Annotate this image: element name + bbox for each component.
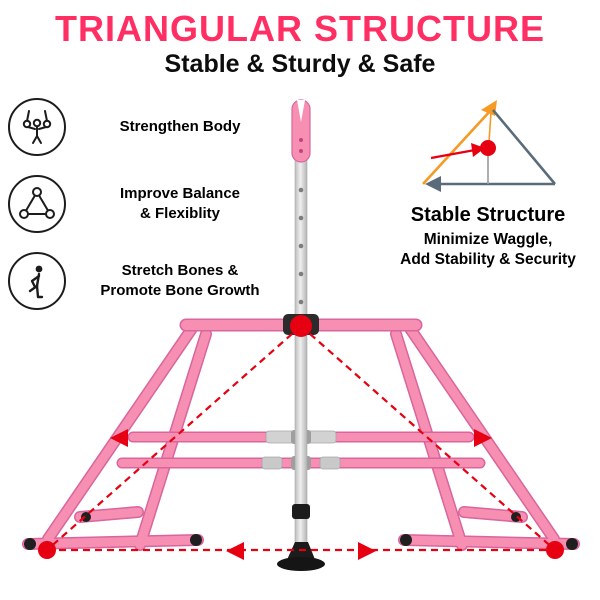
- stability-title: Stable Structure: [410, 204, 566, 226]
- stability-line: Minimize Waggle,: [423, 231, 553, 248]
- feature-line: Stretch Bones &: [121, 261, 239, 279]
- product-illustration-svg: [22, 99, 580, 571]
- force-triangle-icon: [422, 100, 556, 192]
- red-dot-bottom-right: [546, 541, 564, 559]
- arrow-bottom-left: [226, 542, 244, 560]
- feature-line: Improve Balance: [119, 184, 241, 202]
- red-dot-top: [290, 315, 312, 337]
- feature-row-improve-balance: Improve Balance & Flexiblity: [8, 173, 286, 235]
- leg-stretch-icon: [8, 252, 66, 310]
- feature-line: & Flexiblity: [139, 205, 221, 222]
- stability-lines: Minimize Waggle, Add Stability & Securit…: [390, 230, 586, 270]
- triangle-joints-icon: [8, 175, 66, 233]
- arrow-right-mid: [474, 429, 492, 447]
- feature-row-stretch-bones: Stretch Bones & Promote Bone Growth: [8, 250, 286, 312]
- vertical-post: [294, 155, 308, 557]
- feature-row-strengthen-body: Strengthen Body: [8, 96, 286, 158]
- adjustment-holes: [298, 187, 304, 305]
- arrow-left-mid: [110, 429, 128, 447]
- feature-label: Strengthen Body: [74, 117, 286, 137]
- page-subtitle: Stable & Sturdy & Safe: [164, 50, 436, 78]
- stability-line: Add Stability & Security: [400, 251, 576, 269]
- feature-label: Stretch Bones & Promote Bone Growth: [74, 261, 286, 302]
- post-top-cap: [291, 99, 311, 163]
- feature-line: Promote Bone Growth: [100, 282, 260, 299]
- triangle-annotation: [38, 315, 564, 560]
- post-base: [277, 504, 325, 571]
- floor-end-caps: [24, 512, 578, 550]
- stability-diagram: Stable Structure Minimize Waggle, Add St…: [390, 96, 586, 270]
- center-force-dot: [480, 140, 496, 156]
- gymnast-rings-icon: [8, 98, 66, 156]
- features-list: Strengthen Body Improve Balance & Flexib…: [8, 96, 286, 327]
- page-title: TRIANGULAR STRUCTURE: [55, 8, 545, 49]
- arrow-bottom-right: [358, 542, 376, 560]
- feature-line: Strengthen Body: [119, 117, 241, 135]
- feature-label: Improve Balance & Flexiblity: [74, 184, 286, 225]
- red-dot-bottom-left: [38, 541, 56, 559]
